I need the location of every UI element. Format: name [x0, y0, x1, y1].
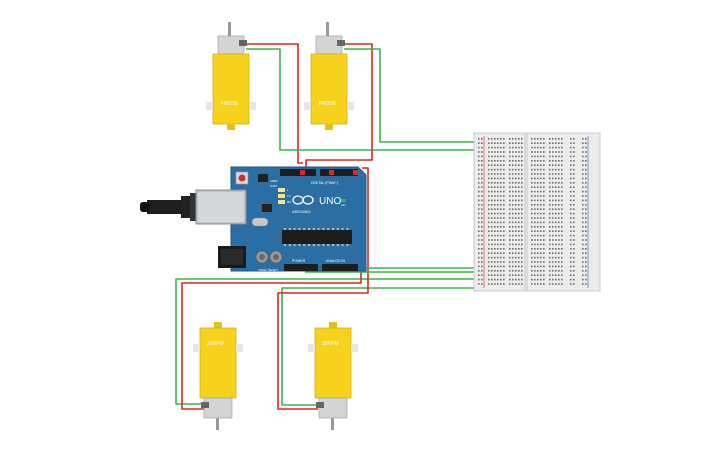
- digital-header-right: [320, 169, 358, 176]
- l-led: [278, 188, 285, 192]
- motor-bottom-left[interactable]: 20RPM: [193, 322, 243, 430]
- rx-label: RX: [287, 200, 291, 204]
- wire-red-top-left-motor[interactable]: [246, 43, 303, 164]
- power-header: [284, 264, 318, 271]
- wire-green-bottom-right-motor[interactable]: [281, 287, 480, 406]
- tx-label: TX: [287, 194, 291, 198]
- wires: [175, 43, 480, 410]
- on-led: [340, 199, 346, 202]
- motor-bottom-right[interactable]: 20RPM: [308, 322, 358, 430]
- l-label: L: [287, 188, 289, 192]
- breadboard[interactable]: [473, 132, 601, 292]
- reset-label: RESET: [268, 268, 278, 272]
- motor-label: 20RPM: [207, 341, 224, 347]
- analog-header: [322, 264, 358, 271]
- wire-red-bottom-right-motor[interactable]: [277, 167, 369, 410]
- board-model: UNO: [319, 196, 341, 207]
- motor-label: FROSE: [221, 101, 239, 107]
- ioref-label: IOREF: [258, 268, 267, 272]
- tx-led: [278, 194, 285, 198]
- gnd-label: GND: [270, 184, 278, 188]
- atmega-chip: [282, 230, 352, 244]
- motor-top-left[interactable]: FROSE: [206, 22, 256, 130]
- rx-led: [278, 200, 285, 204]
- wire-green-top-right-motor[interactable]: [344, 48, 480, 143]
- wire-green-bottom-left-motor[interactable]: [175, 278, 480, 405]
- wire-green-top-left-motor[interactable]: [246, 48, 480, 151]
- motor-label: 20RPM: [322, 341, 339, 347]
- breadboard-holes: [478, 138, 587, 285]
- on-label: ON: [341, 203, 346, 207]
- digital-label: DIGITAL (PWM~): [311, 181, 338, 185]
- arduino-uno-board[interactable]: UNO ARDUINO DIGITAL (PWM~) POWER ANALOG …: [140, 166, 367, 272]
- motor-top-right[interactable]: FROSE: [304, 22, 354, 130]
- crystal: [251, 217, 269, 227]
- power-label: POWER: [292, 259, 306, 263]
- arduino-logo-icon: [292, 195, 314, 205]
- icsp-header: [258, 174, 268, 182]
- digital-header-left: [280, 169, 316, 176]
- analog-label: ANALOG IN: [326, 259, 346, 263]
- motor-label: FROSE: [319, 101, 337, 107]
- aref-label: AREF: [270, 179, 278, 183]
- usb-cable: [147, 200, 183, 214]
- board-brand: ARDUINO: [292, 209, 310, 214]
- wire-red-top-right-motor[interactable]: [305, 43, 373, 168]
